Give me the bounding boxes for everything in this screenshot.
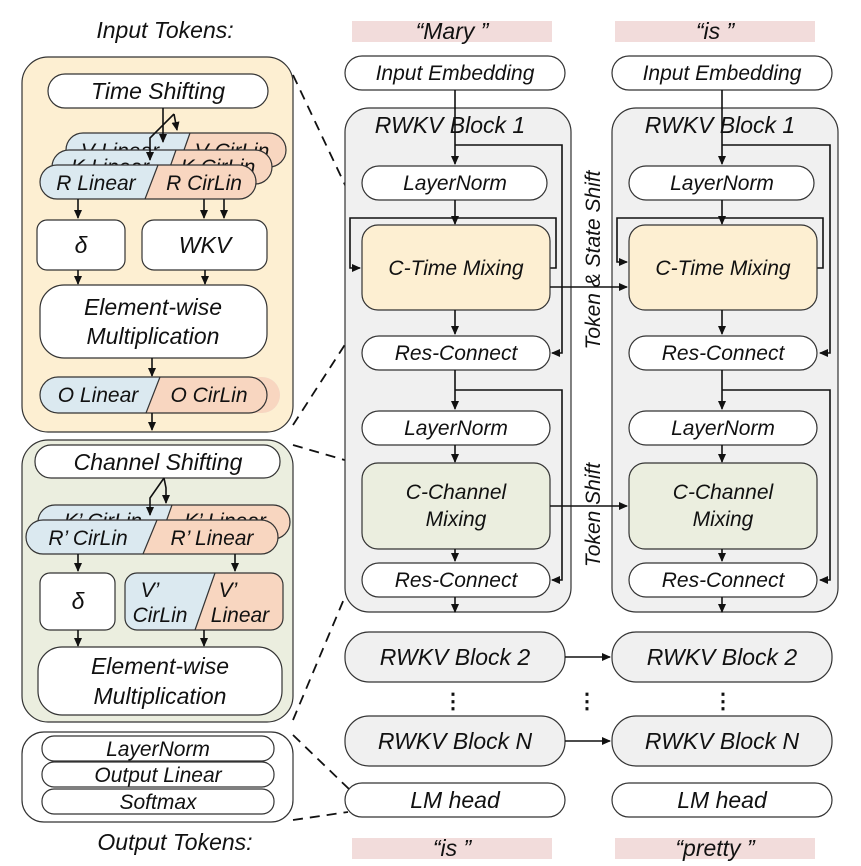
block-title: RWKV Block 1 — [375, 112, 525, 138]
v-prime-cirlin-label-2: CirLin — [133, 604, 188, 627]
time-mixing-detail-panel: Time Shifting V Linear V CirLin K Linear… — [21, 56, 294, 433]
lm-layernorm-box — [41, 735, 275, 762]
layernorm-2-box — [628, 410, 818, 446]
input-embedding-label: Input Embedding — [643, 62, 802, 85]
c-time-mixing-label: C-Time Mixing — [655, 257, 790, 280]
input-token-label: “Mary ” — [416, 18, 490, 44]
block-title: RWKV Block 1 — [645, 112, 795, 138]
r-prime-projection-box — [26, 520, 278, 554]
res-connect-1-box — [361, 335, 551, 371]
output-token-bar — [352, 838, 552, 859]
delta-box — [36, 219, 126, 271]
time-shifting-box — [47, 73, 269, 109]
o-cirlin-label: O CirLin — [170, 384, 247, 407]
v-prime-cirlin-label-1: V’ — [141, 579, 160, 602]
o-linear-label: O Linear — [58, 384, 140, 407]
o-projection-box — [40, 377, 280, 413]
column-is: “is ” Input Embedding RWKV Block 1 Layer… — [611, 18, 839, 861]
res-connect-1-label: Res-Connect — [395, 342, 519, 365]
v-prime-projection-box — [125, 573, 283, 630]
softmax-label: Softmax — [119, 791, 198, 814]
column-mary: “Mary ” Input Embedding RWKV Block 1 Lay… — [344, 18, 572, 861]
input-token-bar — [352, 21, 552, 42]
r-prime-cirlin-label: R’ CirLin — [48, 527, 127, 550]
res-connect-2-box — [628, 562, 818, 598]
ellipsis-icon: ⋮ — [443, 690, 464, 713]
output-token-bar — [615, 838, 815, 859]
layernorm-2-box — [361, 410, 551, 446]
lm-head-box — [611, 782, 833, 818]
channel-shifting-box — [34, 444, 281, 479]
res-connect-2-label: Res-Connect — [395, 569, 519, 592]
input-embedding-label: Input Embedding — [376, 62, 535, 85]
delta-label-channel: δ — [72, 588, 85, 614]
elementwise-label-channel-1: Element-wise — [91, 653, 229, 679]
rwkv-block-n — [611, 715, 833, 767]
c-time-mixing-box — [361, 224, 551, 311]
lm-head-label: LM head — [410, 787, 501, 813]
res-connect-1-box — [628, 335, 818, 371]
input-token-bar — [615, 21, 815, 42]
rwkv-block-2-label: RWKV Block 2 — [647, 644, 798, 670]
c-channel-mixing-label-1: C-Channel — [406, 481, 508, 504]
c-channel-mixing-label-2: Mixing — [693, 508, 754, 531]
r-projection-box — [40, 165, 256, 199]
inter-column-connections: ⋮ Token & State Shift Token Shift — [550, 169, 628, 745]
output-token-label: “pretty ” — [675, 835, 756, 861]
output-linear-box — [41, 761, 275, 788]
output-token-label: “is ” — [433, 835, 473, 861]
res-connect-1-label: Res-Connect — [662, 342, 786, 365]
channel-shifting-label: Channel Shifting — [74, 449, 243, 475]
c-channel-mixing-label-1: C-Channel — [673, 481, 775, 504]
elementwise-label-1: Element-wise — [84, 294, 222, 320]
rwkv-block-n-label: RWKV Block N — [645, 728, 800, 754]
output-linear-label: Output Linear — [94, 764, 222, 787]
lm-head-detail-panel: LayerNorm Output Linear Softmax — [21, 731, 294, 823]
ellipsis-icon: ⋮ — [713, 690, 734, 713]
elementwise-label-channel-2: Multiplication — [94, 683, 227, 709]
c-time-mixing-box — [628, 224, 818, 311]
rwkv-block-2 — [611, 631, 833, 683]
layernorm-1-label: LayerNorm — [670, 172, 774, 195]
input-token-label: “is ” — [696, 18, 736, 44]
res-connect-2-label: Res-Connect — [662, 569, 786, 592]
token-shift-label: Token Shift — [582, 462, 605, 567]
layernorm-2-label: LayerNorm — [404, 417, 508, 440]
lm-head-label: LM head — [677, 787, 768, 813]
rwkv-block-n-label: RWKV Block N — [378, 728, 533, 754]
v-prime-linear-label-1: V’ — [219, 579, 238, 602]
input-tokens-label: Input Tokens: — [96, 17, 233, 43]
output-tokens-label: Output Tokens: — [97, 829, 252, 855]
time-shifting-label: Time Shifting — [91, 78, 225, 104]
r-linear-label: R Linear — [56, 172, 136, 195]
lm-layernorm-label: LayerNorm — [106, 738, 210, 761]
delta-label: δ — [75, 232, 88, 258]
c-channel-mixing-label-2: Mixing — [426, 508, 487, 531]
elementwise-multiplication-box-time — [39, 284, 268, 359]
layernorm-2-label: LayerNorm — [671, 417, 775, 440]
elementwise-label-2: Multiplication — [87, 323, 220, 349]
c-channel-mixing-box — [628, 462, 818, 550]
elementwise-multiplication-box-channel — [37, 646, 283, 716]
c-time-mixing-label: C-Time Mixing — [388, 257, 523, 280]
c-channel-mixing-box — [361, 462, 551, 550]
res-connect-2-box — [361, 562, 551, 598]
wkv-label: WKV — [179, 232, 234, 258]
channel-mixing-detail-panel: Channel Shifting K’ CirLin K’ Linear R’ … — [21, 439, 294, 723]
layernorm-1-label: LayerNorm — [403, 172, 507, 195]
softmax-box — [41, 788, 275, 815]
token-state-shift-label: Token & State Shift — [582, 169, 605, 349]
ellipsis-middle-icon: ⋮ — [577, 690, 598, 713]
v-prime-linear-label-2: Linear — [211, 604, 270, 627]
rwkv-block-2-label: RWKV Block 2 — [380, 644, 531, 670]
r-cirlin-label: R CirLin — [166, 172, 242, 195]
lm-head-box — [344, 782, 566, 818]
r-prime-linear-label: R’ Linear — [171, 527, 255, 550]
